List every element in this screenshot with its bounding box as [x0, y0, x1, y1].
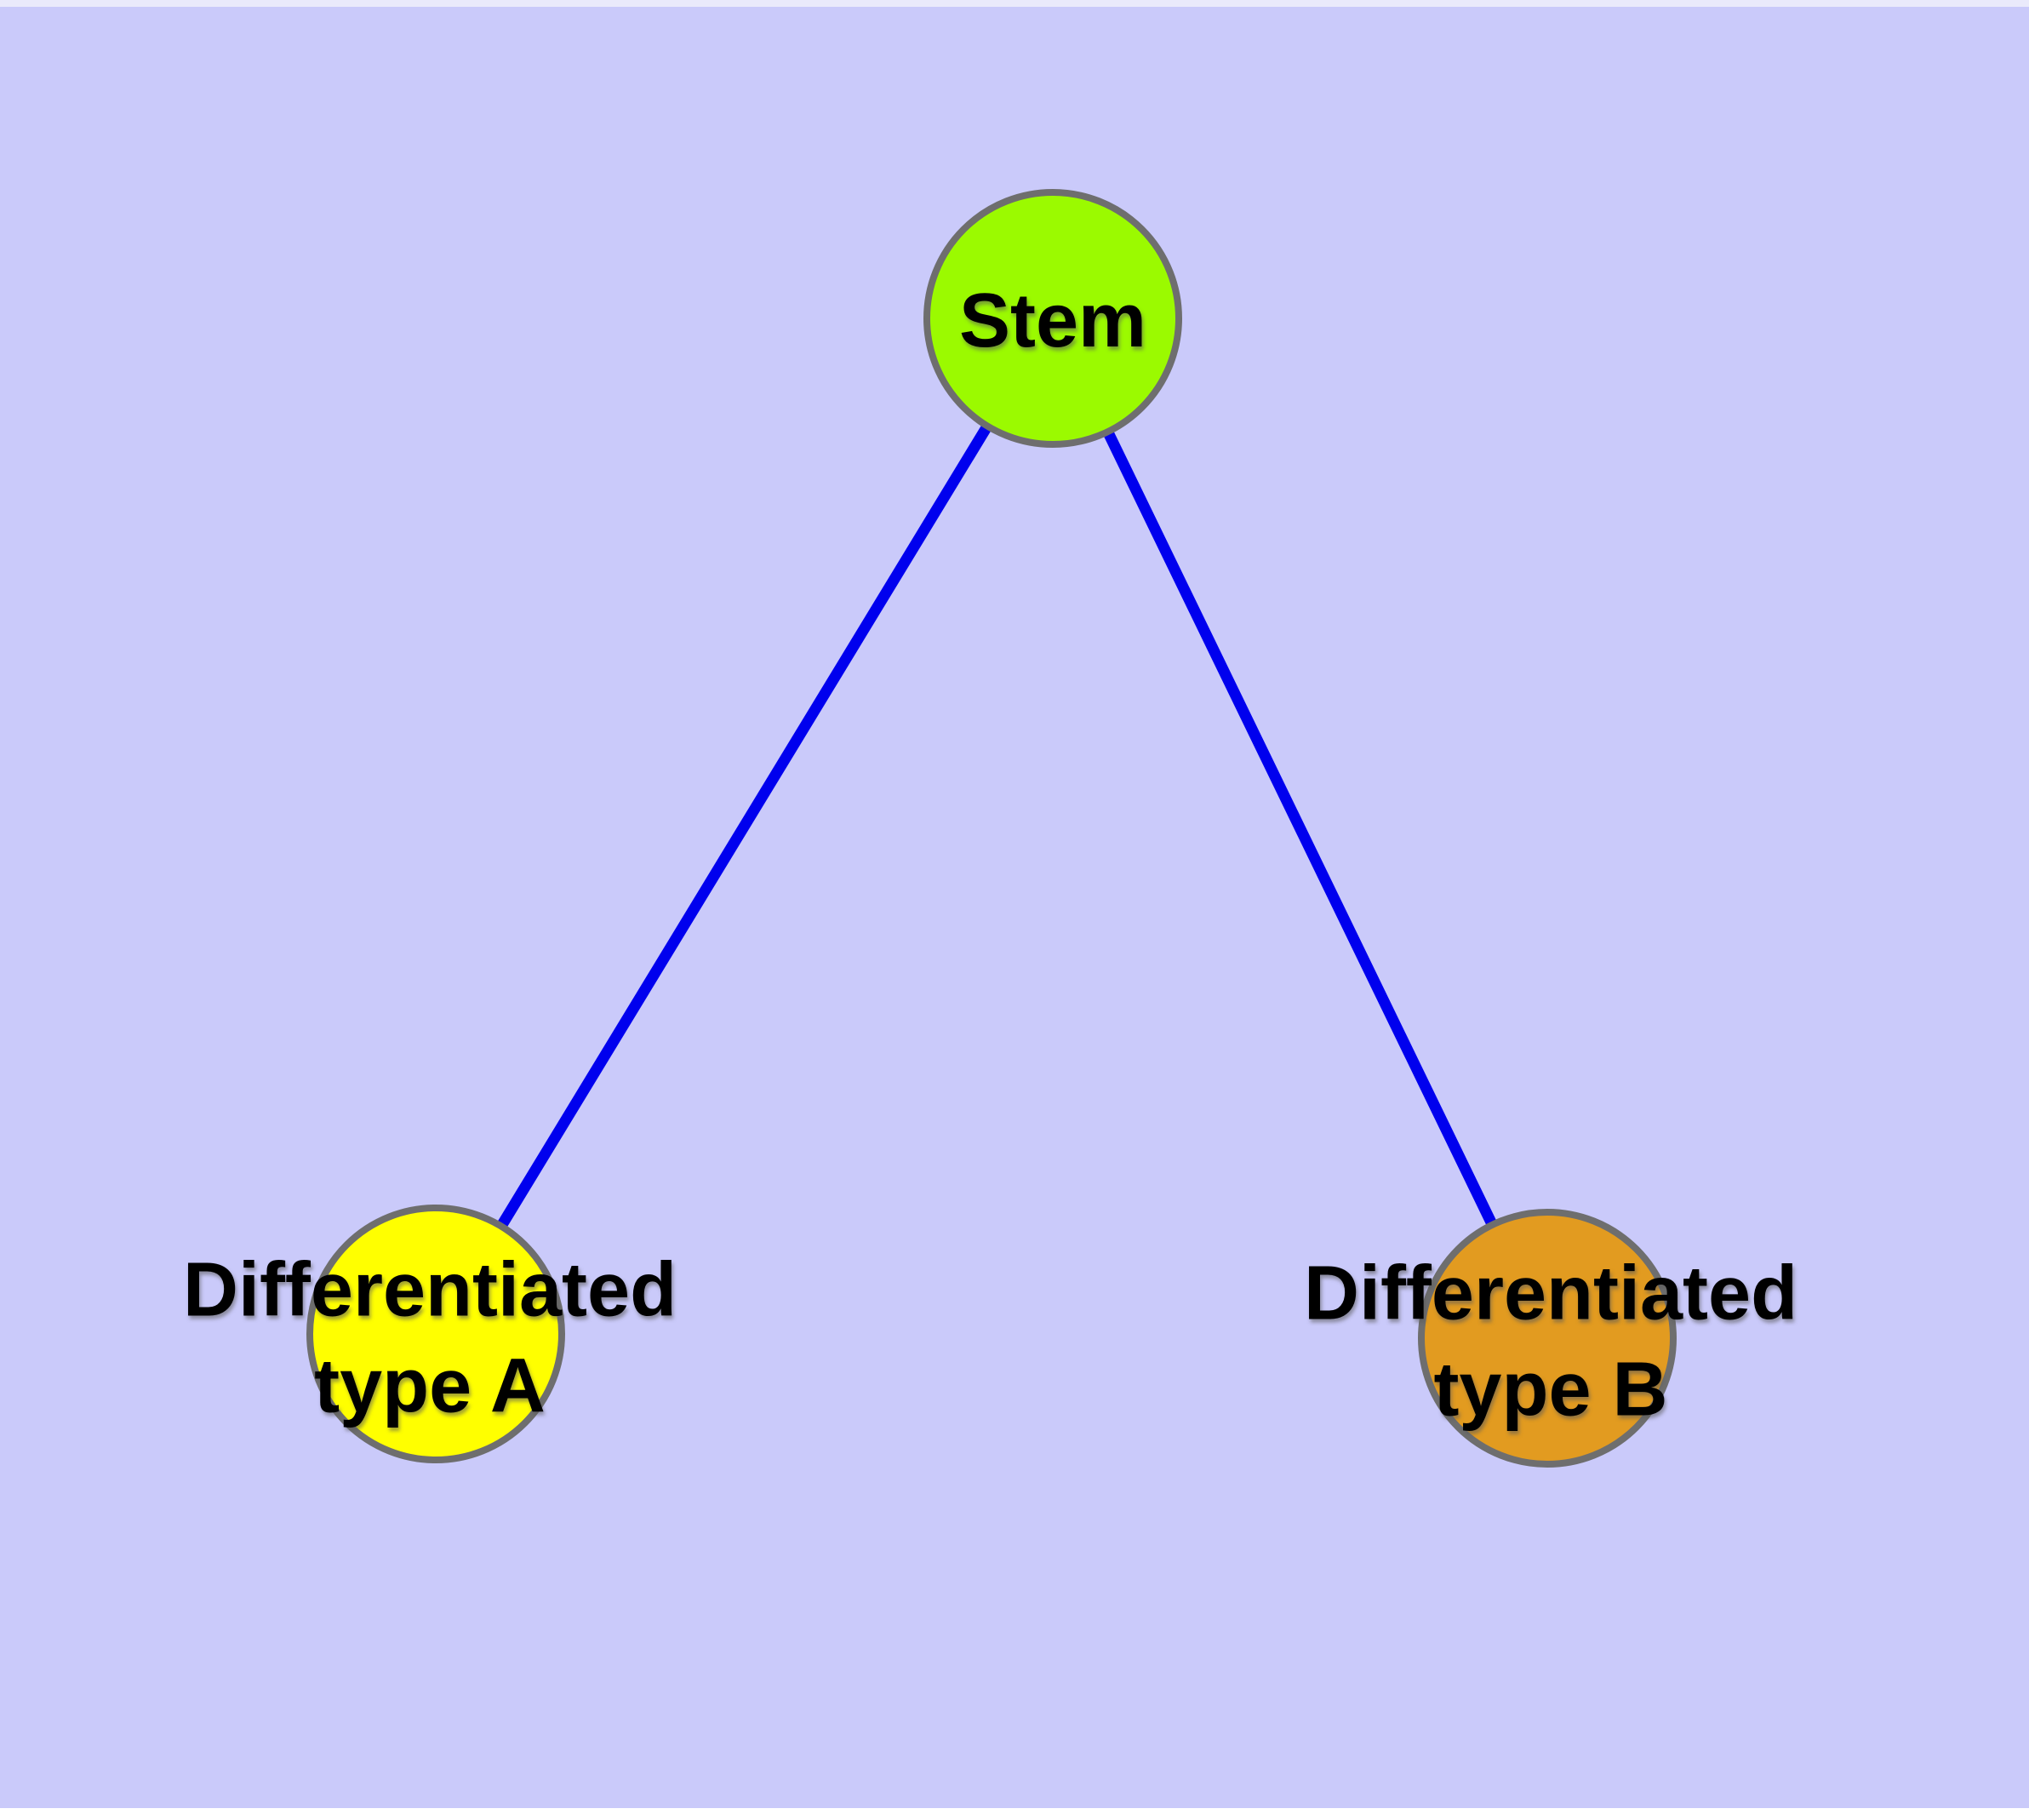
top-margin-strip: [0, 0, 2029, 7]
node-differentiated-type-a: [306, 1205, 565, 1463]
label-line-1: Differentiated: [182, 1247, 677, 1333]
node-differentiated-type-b: [1418, 1209, 1677, 1468]
node-differentiated-type-b-label: Differentiated type B: [1304, 1246, 1798, 1438]
bottom-margin-strip: [0, 1808, 2029, 1820]
edge-stem-to-type-a: [431, 315, 1058, 1337]
edge-stem-to-type-b: [1048, 316, 1552, 1341]
node-differentiated-type-a-label: Differentiated type A: [183, 1243, 677, 1434]
label-line-1: Differentiated: [1303, 1251, 1798, 1336]
node-stem: [923, 189, 1182, 448]
label-line-2: type B: [1433, 1347, 1668, 1432]
label-line-2: type A: [314, 1343, 546, 1428]
node-stem-label: Stem: [958, 278, 1147, 363]
